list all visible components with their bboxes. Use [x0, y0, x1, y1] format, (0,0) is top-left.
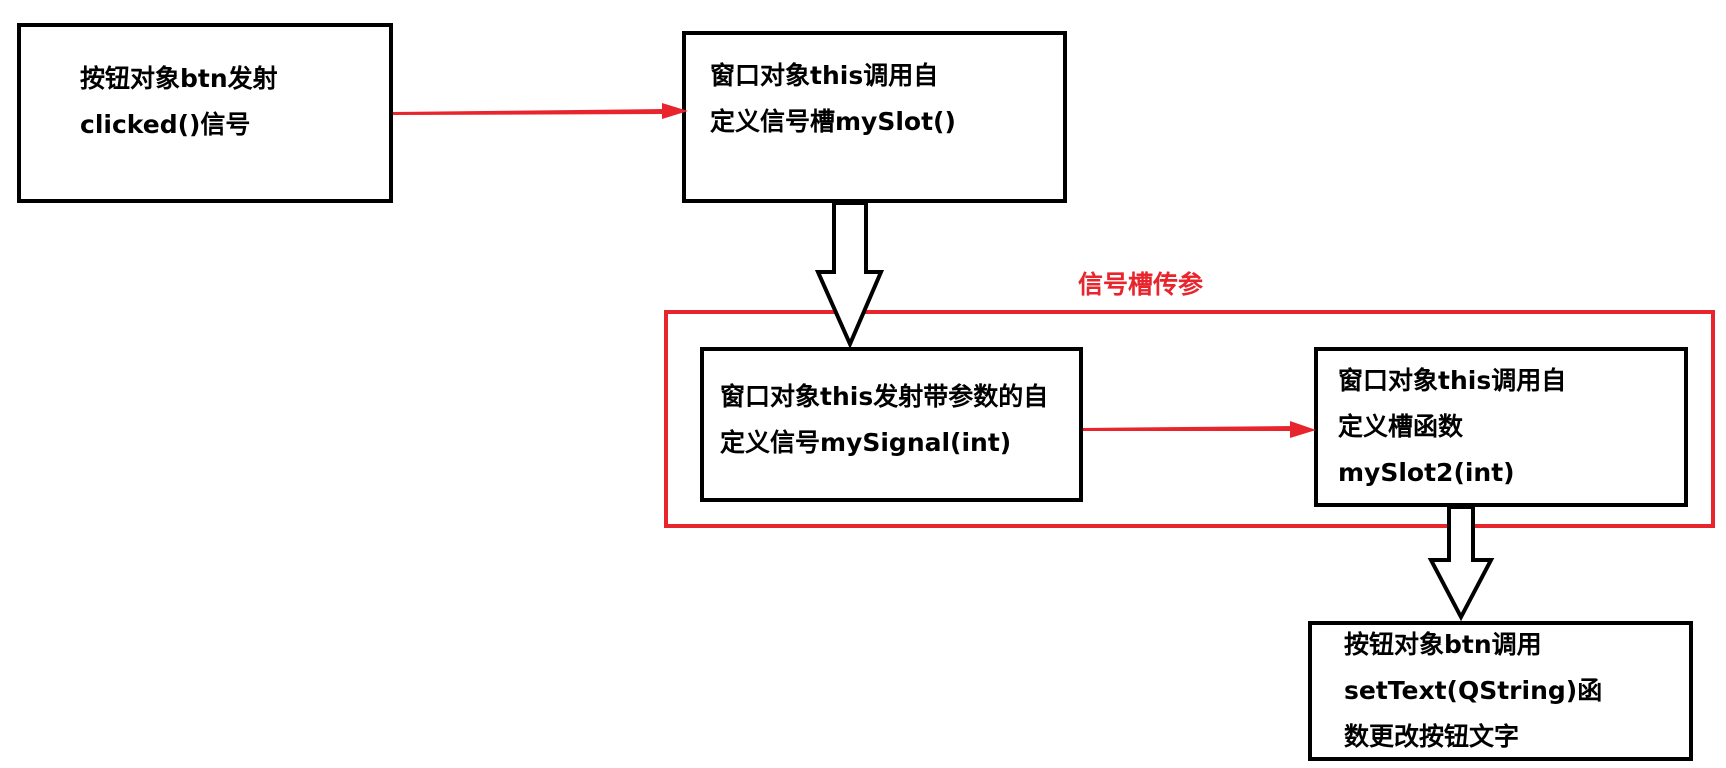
block-arrow-slot-to-signal — [814, 201, 885, 349]
node-line: clicked()信号 — [80, 110, 251, 139]
node-line: 定义信号槽mySlot() — [710, 107, 956, 136]
node-line: 按钮对象btn发射 — [80, 64, 278, 93]
group-title: 信号槽传参 — [1078, 270, 1204, 299]
node-line: 窗口对象this发射带参数的自 — [720, 382, 1049, 411]
red-arrow-head — [1290, 421, 1316, 438]
red-arrow-shaft — [393, 109, 665, 115]
node-line: 窗口对象this调用自 — [710, 61, 939, 90]
block-arrow-slot2-to-settext — [1427, 505, 1495, 622]
node-my-slot-text: 窗口对象this调用自 定义信号槽mySlot() — [710, 53, 956, 145]
node-btn-clicked — [17, 23, 393, 203]
node-set-text-text: 按钮对象btn调用 setText(QString)函 数更改按钮文字 — [1344, 622, 1602, 760]
red-arrow-signal-to-slot2 — [1083, 421, 1316, 438]
node-line: mySlot2(int) — [1338, 458, 1515, 487]
node-line: 窗口对象this调用自 — [1338, 366, 1567, 395]
node-my-slot2 — [1314, 347, 1688, 507]
node-btn-clicked-text: 按钮对象btn发射 clicked()信号 — [80, 56, 278, 148]
node-my-signal — [700, 347, 1083, 502]
node-my-slot2-text: 窗口对象this调用自 定义槽函数 mySlot2(int) — [1338, 358, 1566, 496]
red-arrow-shaft — [1083, 426, 1294, 431]
node-my-slot — [682, 31, 1067, 203]
node-line: 定义信号mySignal(int) — [720, 428, 1012, 457]
red-arrow-head — [662, 103, 688, 119]
node-my-signal-text: 窗口对象this发射带参数的自 定义信号mySignal(int) — [720, 374, 1048, 466]
node-line: setText(QString)函 — [1344, 676, 1603, 705]
node-line: 数更改按钮文字 — [1344, 722, 1520, 751]
signal-slot-param-group — [664, 310, 1715, 528]
red-arrow-clicked-to-slot — [393, 103, 688, 119]
node-line: 定义槽函数 — [1338, 412, 1464, 441]
node-line: 按钮对象btn调用 — [1344, 630, 1542, 659]
node-set-text — [1308, 621, 1693, 761]
